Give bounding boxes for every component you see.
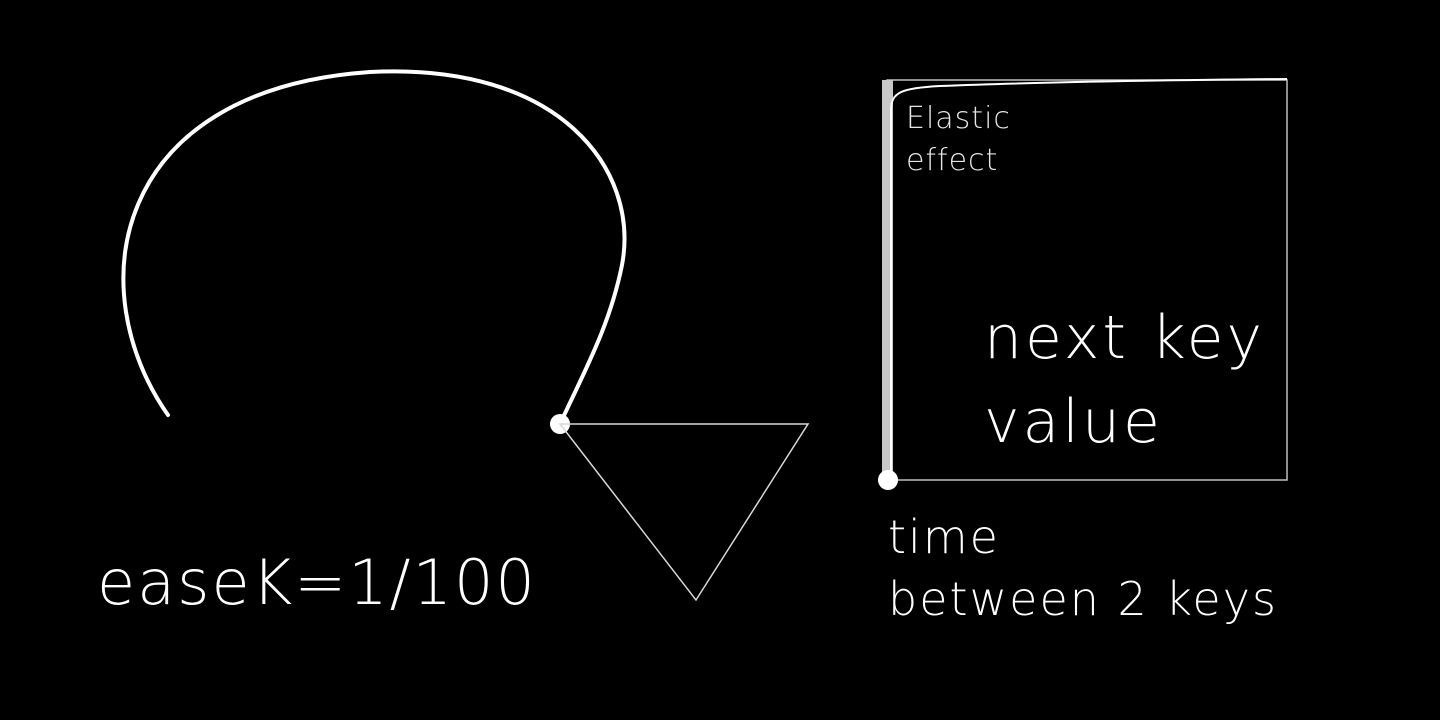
value-axis-bar (882, 80, 893, 480)
next-key-value-label: next key value (984, 296, 1265, 464)
direction-triangle (558, 423, 810, 602)
graph-origin-point (878, 470, 898, 490)
elastic-label-line-1: Elastic (906, 101, 1011, 136)
next-key-label-line-2: value (984, 387, 1163, 457)
easing-curve (890, 78, 1288, 480)
elastic-effect-label: Elastic effect (906, 98, 1011, 182)
time-between-keys-label: time between 2 keys (888, 506, 1278, 630)
time-label-line-1: time (888, 510, 1000, 564)
elastic-label-line-2: effect (906, 143, 999, 178)
motion-path-arc (121, 69, 627, 426)
ease-k-label: easeK=1/100 (97, 546, 537, 619)
time-label-line-2: between 2 keys (888, 572, 1278, 626)
next-key-label-line-1: next key (984, 303, 1266, 373)
